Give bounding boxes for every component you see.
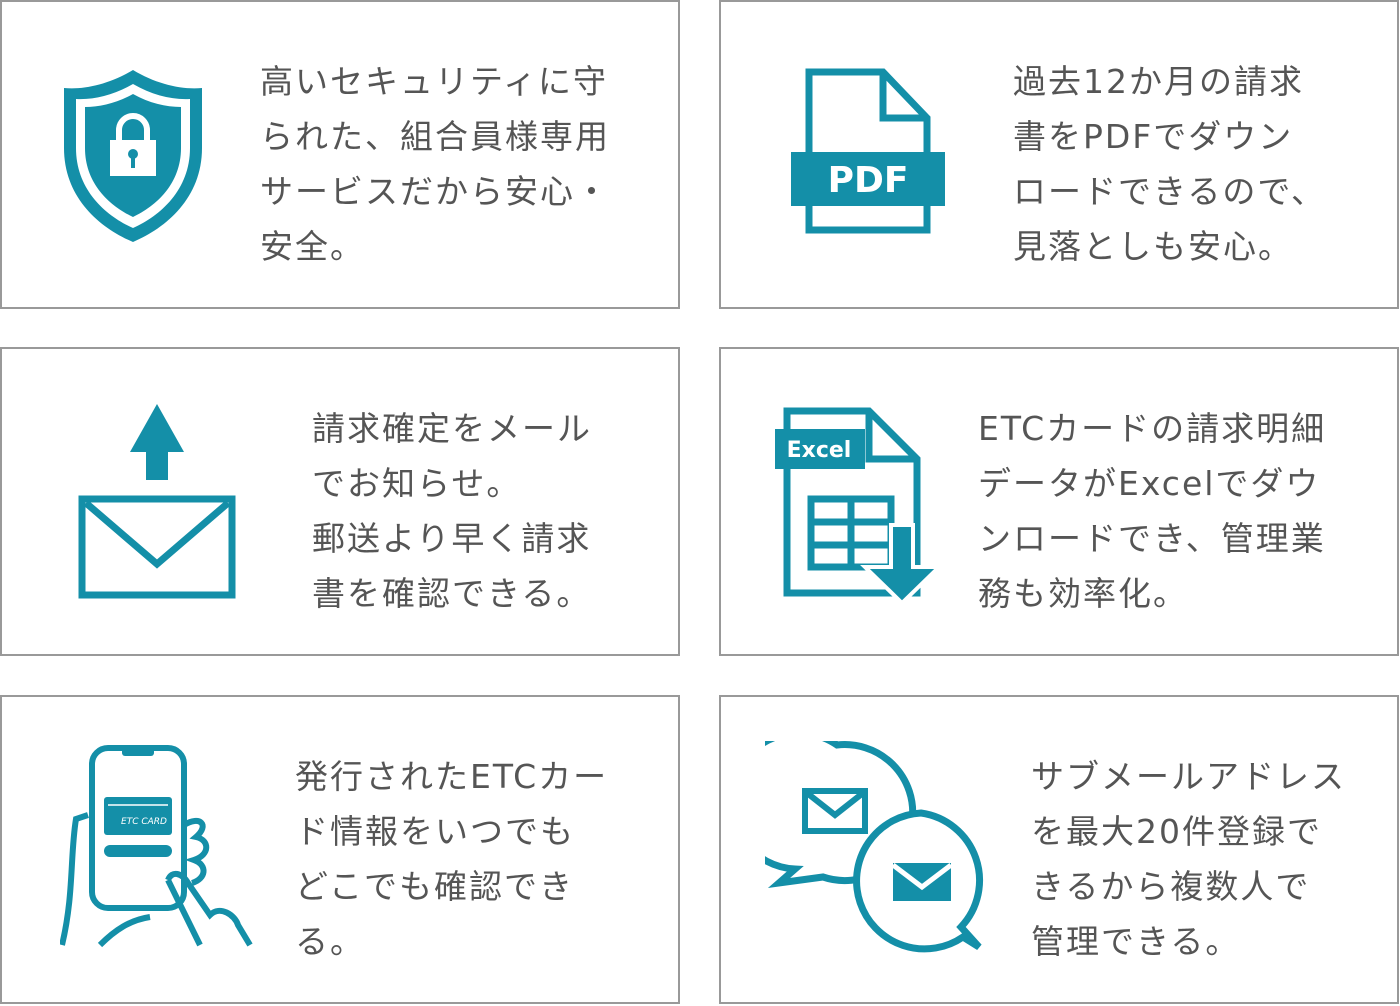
text-line: 発行されたETCカー <box>295 757 609 796</box>
text-line: どこでも確認でき <box>295 867 575 906</box>
text-line: 安全。 <box>260 227 365 266</box>
text-line: 郵送より早く請求 <box>312 519 592 558</box>
feature-text: 請求確定をメール でお知らせ。 郵送より早く請求 書を確認できる。 <box>312 401 592 621</box>
mail-chat-icon <box>765 741 983 953</box>
text-line: 過去12か月の請求 <box>1013 62 1304 101</box>
text-line: ンロードでき、管理業 <box>978 519 1326 558</box>
text-line: 書をPDFでダウン <box>1013 117 1294 156</box>
feature-text: 発行されたETCカー ド情報をいつでも どこでも確認でき る。 <box>295 749 608 969</box>
mail-upload-icon <box>78 404 236 599</box>
text-line: ロードできるので、 <box>1013 172 1327 211</box>
text-line: きるから複数人で <box>1031 867 1311 906</box>
shield-lock-icon <box>64 70 202 242</box>
feature-card-pdf: PDF 過去12か月の請求 書をPDFでダウン ロードできるので、 見落としも安… <box>719 0 1399 309</box>
feature-card-card-info: ETC CARD 発行されたETCカー ド情報をいつでも どこでも確認でき る。 <box>0 695 680 1004</box>
text-line: サブメールアドレス <box>1031 757 1346 796</box>
text-line: る。 <box>295 922 365 961</box>
feature-text: サブメールアドレス を最大20件登録で きるから複数人で 管理できる。 <box>1031 749 1346 969</box>
feature-card-sub-mail: サブメールアドレス を最大20件登録で きるから複数人で 管理できる。 <box>719 695 1399 1004</box>
text-line: を最大20件登録で <box>1031 812 1322 851</box>
feature-text: ETCカードの請求明細 データがExcelでダウ ンロードでき、管理業 務も効率… <box>978 401 1326 621</box>
svg-text:PDF: PDF <box>828 160 909 201</box>
text-line: 高いセキュリティに守 <box>260 62 609 101</box>
feature-card-mail-notice: 請求確定をメール でお知らせ。 郵送より早く請求 書を確認できる。 <box>0 347 680 656</box>
feature-text: 過去12か月の請求 書をPDFでダウン ロードできるので、 見落としも安心。 <box>1013 54 1326 274</box>
svg-text:Excel: Excel <box>787 438 852 463</box>
pdf-file-icon: PDF <box>791 68 945 234</box>
text-line: ド情報をいつでも <box>295 812 575 851</box>
feature-card-excel: Excel ETCカードの請求明細 データがExcelでダウ ンロードでき、管理… <box>719 347 1399 656</box>
text-line: サービスだから安心・ <box>260 172 610 211</box>
svg-text:ETC CARD: ETC CARD <box>121 817 167 827</box>
feature-card-security: 高いセキュリティに守 られた、組合員様専用 サービスだから安心・ 安全。 <box>0 0 680 309</box>
phone-etc-card-icon: ETC CARD <box>60 745 253 948</box>
text-line: 管理できる。 <box>1031 922 1241 961</box>
text-line: 見落としも安心。 <box>1013 227 1293 266</box>
text-line: 請求確定をメール <box>312 409 592 448</box>
text-line: 務も効率化。 <box>978 574 1188 613</box>
text-line: られた、組合員様専用 <box>260 117 610 156</box>
excel-download-icon: Excel <box>775 407 943 606</box>
text-line: 書を確認できる。 <box>312 574 592 613</box>
text-line: データがExcelでダウ <box>978 464 1321 503</box>
text-line: ETCカードの請求明細 <box>978 409 1327 448</box>
text-line: でお知らせ。 <box>312 464 522 503</box>
feature-text: 高いセキュリティに守 られた、組合員様専用 サービスだから安心・ 安全。 <box>260 54 610 274</box>
